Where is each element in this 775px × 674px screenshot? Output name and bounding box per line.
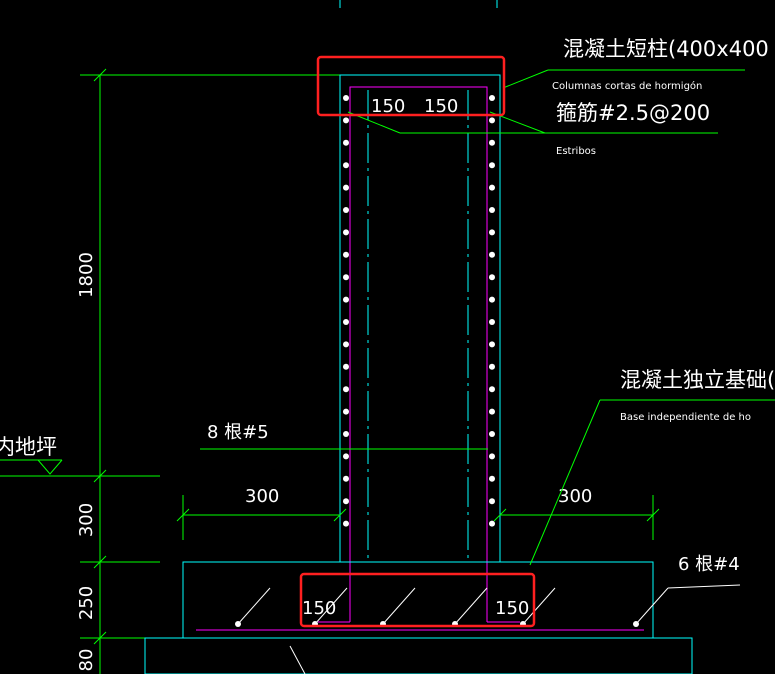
stirrup-dot [343, 431, 349, 437]
stirrup-dot [343, 386, 349, 393]
stirrup-dot [489, 251, 495, 258]
column-label-cn: 混凝土短柱(400x400 [563, 37, 769, 61]
stirrup-dot [343, 95, 349, 101]
column-height-dim: 1800 [76, 252, 97, 298]
stirrup-dot [489, 408, 495, 415]
column-bar-dots-right [489, 95, 495, 527]
stirrup-dot [489, 274, 495, 281]
stirrup-dot [489, 341, 495, 348]
base-height-dim: 80 [76, 649, 97, 672]
column-rebar [196, 86, 644, 631]
stirrup-dot [489, 431, 495, 437]
callout-leaders [347, 69, 775, 566]
stirrup-dot [489, 363, 495, 370]
stirrup-dot [489, 117, 495, 124]
stirrup-dot [343, 207, 349, 213]
stirrup-dot [343, 184, 349, 191]
stirrup-dot [489, 475, 495, 482]
stirrup-dot [343, 363, 349, 370]
stirrup-dot [489, 453, 495, 460]
column-outline [339, 0, 501, 563]
bottom-left-gap-dim: 150 [302, 598, 336, 619]
floor-marker [0, 459, 80, 477]
stirrup-dot [343, 139, 349, 146]
stirrup-dot [489, 319, 495, 325]
footing-label-es: Base independiente de ho [620, 412, 751, 423]
bottom-right-gap-dim: 150 [495, 598, 529, 619]
projection-dimensions [176, 448, 660, 540]
stirrup-dot [343, 341, 349, 348]
stirrup-dot [343, 274, 349, 281]
stirrup-dot [343, 475, 349, 482]
stirrup-dot [343, 319, 349, 325]
footing-outline [144, 561, 693, 674]
stirrup-dot [489, 95, 495, 101]
stirrup-label-cn: 箍筋#2.5@200 [556, 101, 710, 125]
stirrup-dot [343, 296, 349, 303]
highlight-box-bottom [299, 572, 536, 628]
pedestal-height-dim: 300 [76, 503, 97, 537]
top-right-gap-dim: 150 [424, 96, 458, 117]
column-centerlines [367, 90, 469, 562]
top-left-gap-dim: 150 [371, 96, 405, 117]
footing-bar-leaders [237, 584, 741, 674]
stirrup-dot [343, 229, 349, 236]
stirrup-dot [343, 117, 349, 124]
stirrup-dot [489, 229, 495, 236]
stirrup-dot [343, 162, 349, 169]
column-bars-label: 8 根#5 [207, 422, 269, 443]
stirrup-dot [489, 296, 495, 303]
stirrup-dot [489, 386, 495, 393]
stirrup-dot [489, 162, 495, 169]
stirrup-dot [489, 520, 495, 527]
column-bar-dots-left [343, 95, 349, 527]
stirrup-dot [343, 408, 349, 415]
stirrup-dot [343, 251, 349, 258]
stirrup-label-es: Estribos [556, 146, 596, 157]
footing-label-cn: 混凝土独立基础( [620, 368, 775, 392]
vertical-dimension-chain [80, 68, 340, 674]
stirrup-dot [489, 184, 495, 191]
stirrup-dot [343, 520, 349, 527]
stirrup-dot [343, 498, 349, 505]
footing-height-dim: 250 [76, 586, 97, 620]
left-projection-dim: 300 [245, 486, 279, 507]
highlight-box-top [316, 55, 506, 117]
column-label-es: Columnas cortas de hormigón [552, 80, 702, 92]
right-projection-dim: 300 [558, 486, 592, 507]
stirrup-dot [343, 453, 349, 460]
floor-label: 内地坪 [0, 435, 57, 459]
stirrup-dot [489, 207, 495, 213]
footing-bars-label: 6 根#4 [678, 554, 740, 575]
stirrup-dot [489, 139, 495, 146]
stirrup-dot [489, 498, 495, 505]
